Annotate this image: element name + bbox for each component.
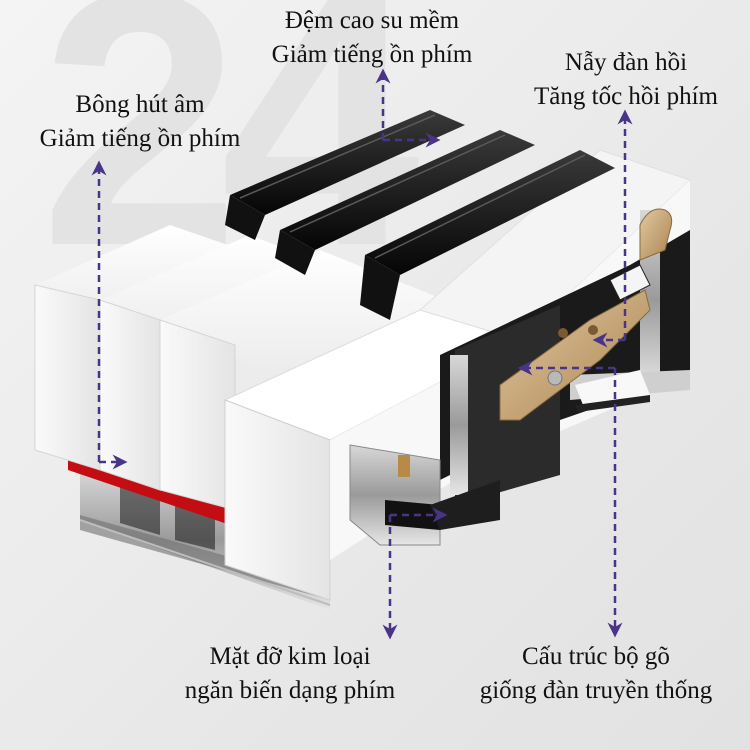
label-metal-support: Mặt đỡ kim loại ngăn biến dạng phím [140, 640, 440, 708]
white-keys [34, 225, 522, 601]
label-sound-felt-title: Bông hút âm [75, 91, 205, 118]
label-sound-felt: Bông hút âm Giảm tiếng ồn phím [0, 88, 280, 156]
label-sound-felt-desc: Giảm tiếng ồn phím [39, 125, 241, 152]
label-metal-support-desc: ngăn biến dạng phím [184, 677, 396, 704]
label-rubber-cushion: Đệm cao su mềm Giảm tiếng ồn phím [222, 4, 522, 72]
label-hammer-action: Cấu trúc bộ gõ giống đàn truyền thống [440, 640, 750, 708]
label-spring-title: Nẫy đàn hồi [564, 49, 688, 76]
black-keys [225, 110, 615, 320]
label-spring-desc: Tăng tốc hồi phím [534, 83, 718, 110]
hammer-action-cutaway [349, 208, 690, 546]
label-hammer-action-desc: giống đàn truyền thống [479, 677, 713, 704]
label-spring: Nẫy đàn hồi Tăng tốc hồi phím [498, 46, 750, 114]
callout-arrows [91, 68, 633, 640]
label-rubber-cushion-desc: Giảm tiếng ồn phím [271, 41, 473, 68]
label-metal-support-title: Mặt đỡ kim loại [209, 643, 371, 670]
label-rubber-cushion-title: Đệm cao su mềm [284, 7, 460, 34]
label-hammer-action-title: Cấu trúc bộ gõ [522, 643, 670, 670]
